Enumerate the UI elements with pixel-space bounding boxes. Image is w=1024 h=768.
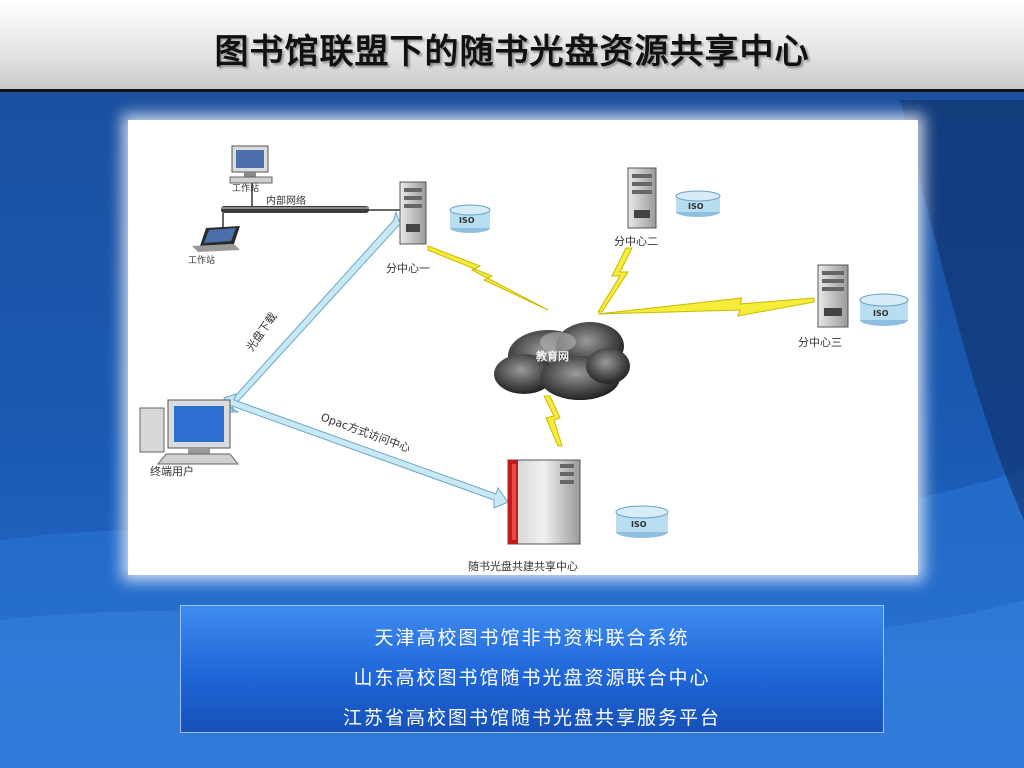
subcenter-1-server-icon — [399, 181, 427, 245]
subcenter-3-iso-disk-icon — [859, 293, 909, 326]
lightning-subcenter-3 — [597, 297, 815, 317]
subcenter-1-label: 分中心一 — [386, 262, 430, 275]
workstation-bottom-label: 工作站 — [188, 254, 215, 266]
title-bar: 图书馆联盟下的随书光盘资源共享中心 — [0, 0, 1024, 92]
subcenter-3-label: 分中心三 — [798, 336, 842, 349]
education-network-cloud-icon — [494, 322, 630, 400]
info-line-tianjin: 天津高校图书馆非书资料联合系统 — [374, 627, 690, 649]
alliance-info-box: 天津高校图书馆非书资料联合系统 山东高校图书馆随书光盘资源联合中心 江苏省高校图… — [180, 605, 884, 733]
end-user-label: 终端用户 — [150, 464, 194, 478]
lightning-subcenter-1 — [427, 245, 549, 311]
workstation-top-label: 工作站 — [232, 182, 259, 194]
lightning-center — [543, 395, 563, 447]
subcenter-2-iso-label: ISO — [688, 202, 704, 211]
lightning-links — [427, 245, 815, 447]
internal-network-bar — [221, 183, 400, 228]
cd-download-label: 光盘下载 — [243, 310, 280, 354]
opac-access-arrow — [223, 393, 509, 509]
internal-network-label: 内部网络 — [266, 194, 306, 207]
subcenter-2-iso-disk-icon — [675, 190, 721, 217]
network-diagram: 工作站 内部网络 工作站 ISO — [128, 120, 918, 575]
info-line-jiangsu: 江苏省高校图书馆随书光盘共享服务平台 — [342, 707, 721, 729]
shared-center-iso-label: ISO — [631, 520, 647, 529]
shared-center-label: 随书光盘共建共享中心 — [468, 559, 578, 573]
cd-download-arrow — [221, 210, 401, 413]
shared-center-iso-disk-icon — [615, 505, 669, 538]
info-line-shandong: 山东高校图书馆随书光盘资源联合中心 — [353, 667, 711, 689]
subcenter-3-server-icon — [817, 264, 849, 328]
subcenter-1-iso-disk-icon — [449, 204, 491, 233]
workstation-desktop-icon — [229, 145, 273, 184]
subcenter-2-server-icon — [627, 167, 657, 229]
education-network-label: 教育网 — [535, 349, 569, 363]
subcenter-1-iso-label: ISO — [459, 216, 475, 225]
end-user-computer-icon — [139, 399, 240, 465]
lightning-subcenter-2 — [597, 247, 633, 313]
shared-center-server-icon — [507, 459, 581, 545]
page-title: 图书馆联盟下的随书光盘资源共享中心 — [214, 32, 810, 72]
laptop-icon — [192, 226, 240, 252]
subcenter-3-iso-label: ISO — [873, 309, 889, 318]
subcenter-2-label: 分中心二 — [614, 235, 658, 248]
